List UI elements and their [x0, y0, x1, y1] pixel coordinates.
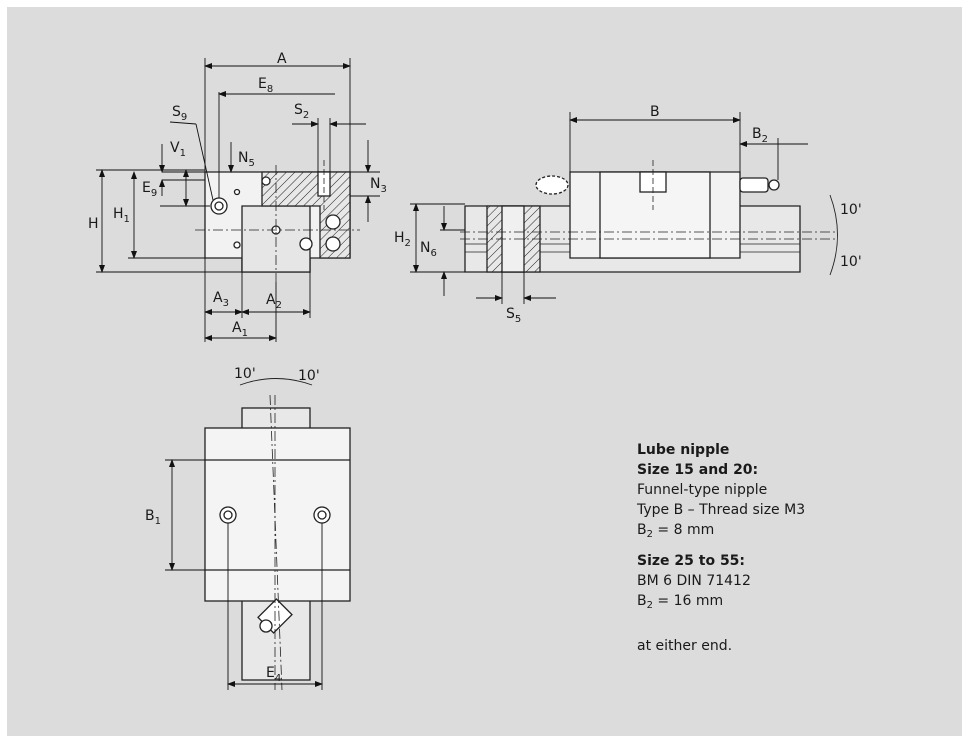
- note-footer: at either end.: [637, 638, 733, 654]
- label-H: H: [88, 216, 99, 232]
- top-dimensions: [165, 459, 323, 690]
- label-E8: E8: [258, 76, 273, 95]
- front-dimensions: [96, 58, 380, 342]
- label-A3: A3: [213, 290, 229, 309]
- label-B2: B2: [752, 126, 768, 145]
- bolt-hole-3: [299, 237, 313, 251]
- side-dimensions: [410, 112, 808, 304]
- label-E9: E9: [142, 180, 157, 199]
- label-H1: H1: [113, 206, 130, 225]
- note-size-small: Size 15 and 20:: [637, 462, 759, 478]
- label-B: B: [650, 104, 660, 120]
- label-S5: S5: [506, 306, 521, 325]
- label-S9: S9: [172, 104, 187, 123]
- front-view: [195, 160, 360, 282]
- top-view: [204, 378, 351, 691]
- label-N6: N6: [420, 240, 437, 259]
- note-line3: BM 6 DIN 71412: [637, 573, 751, 589]
- label-E4: E4: [266, 665, 281, 684]
- label-angle-top-left: 10': [234, 366, 256, 382]
- note-line1: Funnel-type nipple: [637, 482, 768, 498]
- label-A1: A1: [232, 320, 248, 339]
- drawing-panel: [7, 7, 962, 736]
- dimension-labels: A E8 S9 S2 V1 N5 E9 N3 H H1 A3 A2 A1 B B…: [88, 51, 862, 684]
- label-B1: B1: [145, 508, 161, 527]
- hole-right: [313, 506, 331, 524]
- label-angle-side-top: 10': [840, 202, 862, 218]
- bolt-left: [210, 197, 228, 215]
- lube-port: [261, 176, 271, 186]
- note-b2-large: B2 = 16 mm: [637, 593, 724, 611]
- label-A: A: [277, 51, 287, 67]
- note-title: Lube nipple: [637, 442, 730, 458]
- note-b2-small: B2 = 8 mm: [637, 522, 715, 540]
- side-view: [460, 160, 838, 276]
- lube-nipple-right: [739, 177, 769, 193]
- note-size-large: Size 25 to 55:: [637, 553, 746, 569]
- bolt-hole-1: [325, 214, 341, 230]
- lube-nipple-note: Lube nipple Size 15 and 20: Funnel-type …: [637, 440, 937, 656]
- note-line2: Type B – Thread size M3: [637, 502, 806, 518]
- bolt-hole-2: [325, 236, 341, 252]
- label-A2: A2: [266, 292, 282, 311]
- hole-left: [219, 506, 237, 524]
- label-H2: H2: [394, 230, 411, 249]
- label-N5: N5: [238, 150, 255, 169]
- label-angle-top-right: 10': [298, 368, 320, 384]
- label-angle-side-bottom: 10': [840, 254, 862, 270]
- label-V1: V1: [170, 140, 186, 159]
- label-S2: S2: [294, 102, 309, 121]
- label-N3: N3: [370, 176, 387, 195]
